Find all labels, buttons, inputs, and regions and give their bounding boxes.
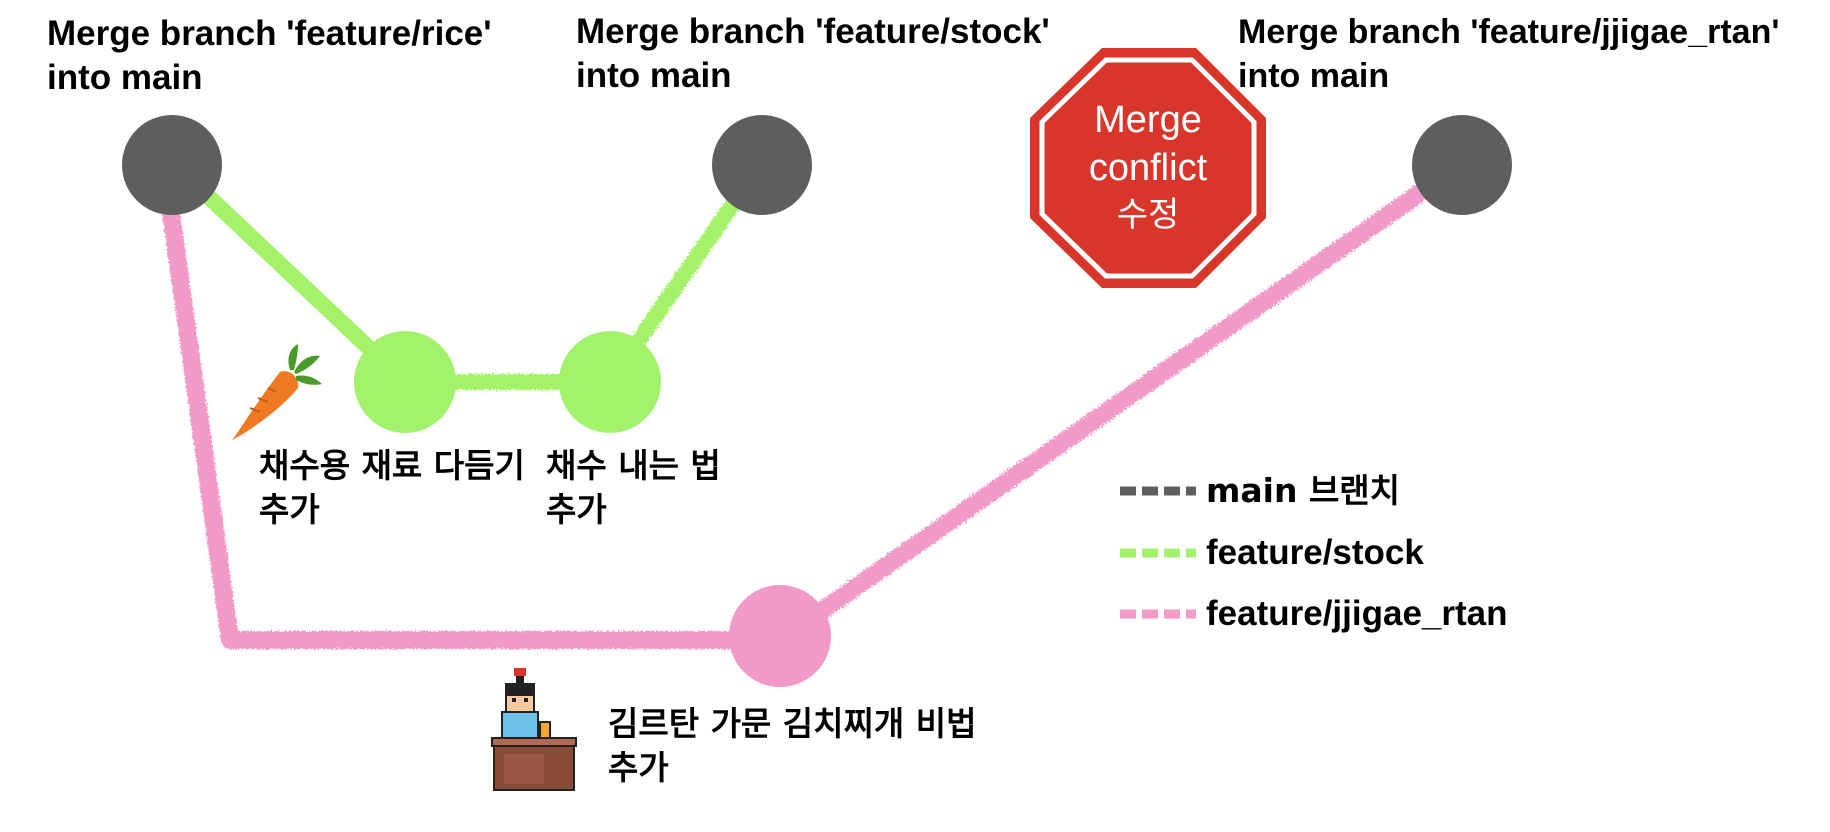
jjigae-commit-label: 김르탄 가문 김치찌개 비법 추가	[608, 702, 976, 790]
main-commit-merge-stock	[712, 115, 812, 215]
stop-sign-line-3: 수정	[1117, 195, 1180, 235]
stock-commit-1-label: 채수용 재료 다듬기 추가	[259, 444, 525, 532]
stock-commit-2	[559, 331, 661, 433]
jjigae-branch-line	[161, 157, 1466, 649]
stock-commit-2-line-2: 추가	[546, 490, 607, 529]
developer-at-desk-icon	[491, 668, 577, 791]
merge-stock-title-line-1: Merge branch 'feature/stock'	[576, 12, 1050, 51]
stock-commit-1-line-1: 채수용 재료 다듬기	[259, 446, 525, 485]
merge-rice-label: Merge branch 'feature/rice' into main	[47, 12, 492, 100]
merge-rice-title-line-2: into main	[47, 58, 203, 97]
jjigae-commit	[729, 585, 831, 687]
stock-commit-1-line-2: 추가	[259, 490, 320, 529]
legend-label-stock: feature/stock	[1206, 533, 1424, 572]
stop-sign-line-1: Merge	[1094, 99, 1202, 141]
stop-sign-line-2: conflict	[1089, 147, 1208, 189]
merge-stock-title-line-2: into main	[576, 56, 732, 95]
jjigae-commit-line-2: 추가	[608, 748, 669, 787]
merge-jjigae-label: Merge branch 'feature/jjigae_rtan' into …	[1238, 10, 1779, 98]
merge-stock-label: Merge branch 'feature/stock' into main	[576, 10, 1050, 98]
main-commit-merge-jjigae	[1412, 115, 1512, 215]
main-commit-merge-rice	[122, 115, 222, 215]
stock-commit-2-label: 채수 내는 법 추가	[546, 444, 721, 532]
stock-branch-line	[169, 159, 767, 390]
jjigae-commit-line-1: 김르탄 가문 김치찌개 비법	[608, 704, 977, 743]
stock-commit-1	[354, 331, 456, 433]
legend-label-main: main 브랜치	[1206, 471, 1401, 510]
merge-jjigae-title-line-2: into main	[1238, 57, 1390, 95]
merge-jjigae-title-line-1: Merge branch 'feature/jjigae_rtan'	[1238, 13, 1780, 51]
stock-commit-2-line-1: 채수 내는 법	[546, 446, 721, 485]
merge-rice-title-line-1: Merge branch 'feature/rice'	[47, 14, 492, 53]
merge-conflict-stop-sign: Merge conflict 수정	[1030, 48, 1266, 288]
carrot-icon	[232, 344, 322, 440]
legend-label-jjigae: feature/jjigae_rtan	[1206, 594, 1508, 633]
